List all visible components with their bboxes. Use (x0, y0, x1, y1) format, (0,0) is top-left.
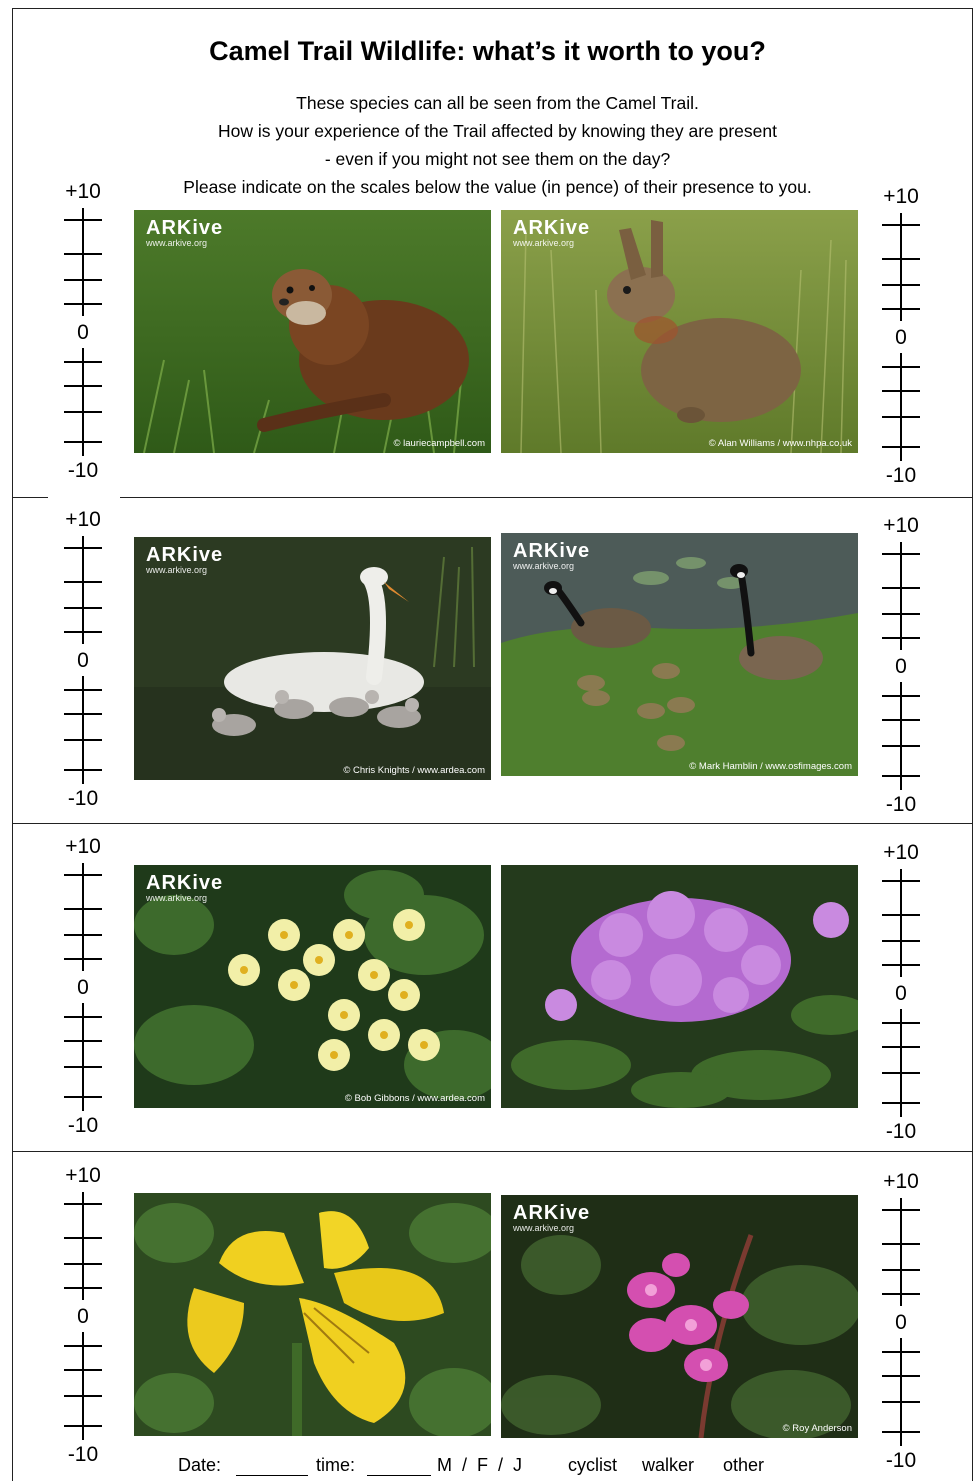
scale-max-label: +10 (65, 508, 101, 531)
value-scale-left[interactable]: +10 0 -10 (48, 180, 118, 482)
scale-axis (64, 1192, 102, 1440)
intro-line: Please indicate on the scales below the … (183, 177, 812, 197)
scale-max-label: +10 (883, 1170, 919, 1193)
value-scale-left[interactable]: +10 0 -10 (48, 508, 118, 810)
arkive-logo-text: ARKive (146, 217, 224, 239)
scale-zero-label: 0 (77, 649, 89, 672)
scale-max-label: +10 (883, 185, 919, 208)
intro-line: - even if you might not see them on the … (324, 149, 671, 169)
photo-credit: © Roy Anderson (782, 1423, 852, 1434)
photo-balsam: ARKive www.arkive.org © Roy Anderson (501, 1195, 858, 1438)
photo-swan: ARKive www.arkive.org © Chris Knights / … (134, 537, 491, 780)
section-divider (12, 823, 973, 824)
arkive-logo-url: www.arkive.org (146, 565, 208, 575)
arkive-logo-text: ARKive (513, 540, 591, 562)
photo-rabbit: ARKive www.arkive.org © Alan Williams / … (501, 210, 858, 453)
arkive-logo-url: www.arkive.org (513, 561, 575, 571)
arkive-logo-url: www.arkive.org (513, 1223, 575, 1233)
arkive-logo-text: ARKive (146, 544, 224, 566)
scale-min-label: -10 (885, 793, 917, 816)
date-field[interactable] (236, 1475, 308, 1476)
section-divider (12, 497, 48, 498)
footer-date-label: Date: (178, 1455, 222, 1475)
scale-axis (882, 213, 920, 461)
scale-axis (882, 1198, 920, 1446)
photo-credit: © Chris Knights / www.ardea.com (343, 765, 485, 776)
scale-min-label: -10 (885, 464, 917, 487)
arkive-logo-text: ARKive (513, 1202, 591, 1224)
arkive-logo-url: www.arkive.org (513, 238, 575, 248)
arkive-logo-url: www.arkive.org (146, 238, 208, 248)
gender-options[interactable]: M / F / J (437, 1455, 522, 1475)
arkive-logo: ARKive www.arkive.org (513, 1203, 590, 1233)
scale-zero-label: 0 (77, 976, 89, 999)
photo-rhododendron (501, 865, 858, 1108)
scale-axis (64, 863, 102, 1111)
scale-axis (64, 536, 102, 784)
value-scale-left[interactable]: +10 0 -10 (48, 835, 118, 1137)
option-other[interactable]: other (723, 1455, 765, 1475)
photo-iris (134, 1193, 491, 1436)
page-frame-left (12, 8, 13, 1481)
scale-zero-label: 0 (77, 321, 89, 344)
photo-credit: © Alan Williams / www.nhpa.co.uk (708, 438, 852, 449)
scale-zero-label: 0 (895, 326, 907, 349)
scale-axis (882, 542, 920, 790)
photo-geese: ARKive www.arkive.org © Mark Hamblin / w… (501, 533, 858, 776)
scale-min-label: -10 (67, 787, 99, 810)
photo-otter: ARKive www.arkive.org © lauriecampbell.c… (134, 210, 491, 453)
value-scale-right[interactable]: +10 0 -10 (866, 1170, 936, 1472)
page-frame-right (972, 8, 973, 1481)
scale-min-label: -10 (885, 1120, 917, 1143)
page-frame-top (12, 8, 973, 9)
arkive-logo: ARKive www.arkive.org (513, 541, 590, 571)
section-divider (120, 497, 973, 498)
value-scale-right[interactable]: +10 0 -10 (866, 514, 936, 816)
scale-max-label: +10 (883, 514, 919, 537)
arkive-logo: ARKive www.arkive.org (146, 873, 223, 903)
option-walker[interactable]: walker (642, 1455, 695, 1475)
arkive-logo-url: www.arkive.org (146, 893, 208, 903)
intro-line: How is your experience of the Trail affe… (217, 121, 777, 141)
page-title: Camel Trail Wildlife: what’s it worth to… (209, 36, 766, 66)
scale-max-label: +10 (65, 835, 101, 858)
arkive-logo-text: ARKive (513, 217, 591, 239)
time-field[interactable] (367, 1475, 431, 1476)
arkive-logo: ARKive www.arkive.org (513, 218, 590, 248)
scale-axis (64, 208, 102, 456)
scale-max-label: +10 (65, 180, 101, 203)
scale-zero-label: 0 (895, 1311, 907, 1334)
section-divider (12, 1151, 973, 1152)
photo-credit: © Bob Gibbons / www.ardea.com (344, 1093, 485, 1104)
value-scale-right[interactable]: +10 0 -10 (866, 185, 936, 487)
photo-primrose: ARKive www.arkive.org © Bob Gibbons / ww… (134, 865, 491, 1108)
scale-min-label: -10 (885, 1449, 917, 1472)
photo-credit: © Mark Hamblin / www.osfimages.com (689, 761, 852, 772)
scale-min-label: -10 (67, 459, 99, 482)
intro-text: These species can all be seen from the C… (120, 89, 875, 201)
scale-zero-label: 0 (77, 1305, 89, 1328)
arkive-logo: ARKive www.arkive.org (146, 218, 223, 248)
value-scale-left[interactable]: +10 0 -10 (48, 1164, 118, 1466)
scale-zero-label: 0 (895, 655, 907, 678)
photo-credit: © lauriecampbell.com (393, 438, 485, 449)
scale-min-label: -10 (67, 1114, 99, 1137)
scale-max-label: +10 (883, 841, 919, 864)
scale-min-label: -10 (67, 1443, 99, 1466)
value-scale-right[interactable]: +10 0 -10 (866, 841, 936, 1143)
arkive-logo-text: ARKive (146, 872, 224, 894)
arkive-logo: ARKive www.arkive.org (146, 545, 223, 575)
scale-zero-label: 0 (895, 982, 907, 1005)
intro-line: These species can all be seen from the C… (296, 93, 699, 113)
scale-axis (882, 869, 920, 1117)
option-cyclist[interactable]: cyclist (568, 1455, 617, 1475)
scale-max-label: +10 (65, 1164, 101, 1187)
footer-time-label: time: (316, 1455, 356, 1475)
